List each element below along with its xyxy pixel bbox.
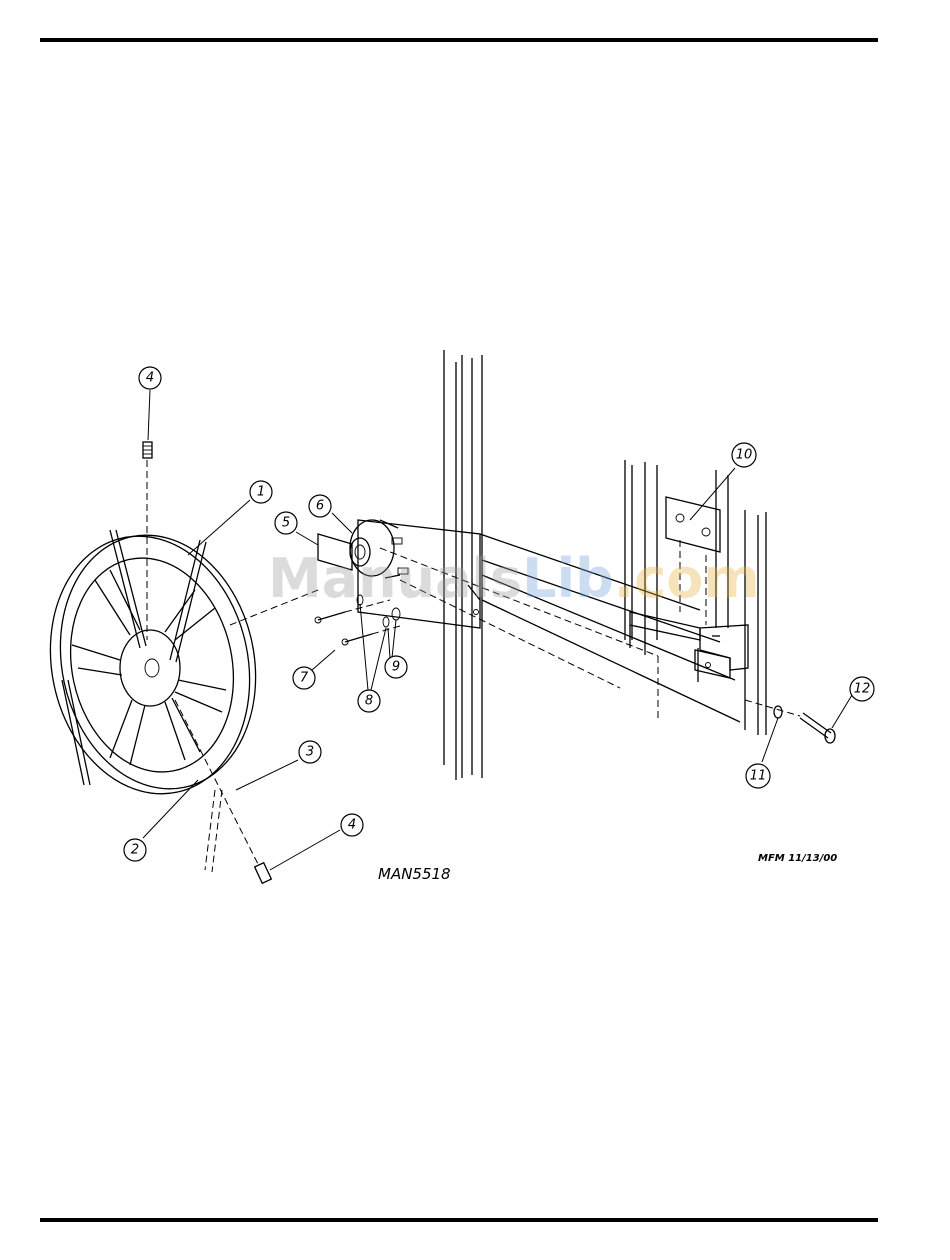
callout-1-label: 1: [257, 485, 265, 500]
callout-8-label: 8: [365, 694, 373, 709]
watermark-part-3: .com: [614, 547, 760, 610]
callout-9-label: 9: [392, 660, 400, 675]
callout-6: 6: [309, 495, 331, 517]
callout-2: 2: [124, 839, 146, 861]
watermark-part-1: Manuals: [268, 547, 522, 610]
set-screw-top: [143, 442, 152, 640]
callout-5: 5: [275, 512, 297, 534]
watermark-part-2: Lib: [522, 547, 614, 610]
callout-10-label: 10: [736, 448, 753, 463]
callout-5-label: 5: [282, 516, 290, 531]
callout-4-bottom-label: 4: [348, 818, 356, 833]
pulley-wheel: [27, 517, 278, 813]
drawing-date: MFM 11/13/00: [758, 853, 837, 864]
callout-4-top: 4: [139, 367, 161, 389]
callout-4-top-label: 4: [146, 371, 154, 386]
callout-4-bottom: 4: [341, 814, 363, 836]
callout-8: 8: [358, 690, 380, 712]
callout-12: 12: [850, 677, 874, 701]
callout-3: 3: [299, 741, 321, 763]
callout-11: 11: [746, 764, 770, 788]
callout-12-label: 12: [854, 682, 871, 697]
callout-3-label: 3: [306, 745, 314, 760]
callout-1: 1: [250, 481, 272, 503]
callout-10: 10: [732, 443, 756, 467]
end-bracket: [630, 612, 748, 682]
callout-7: 7: [293, 667, 315, 689]
drawing-id: MAN5518: [378, 865, 451, 883]
callout-7-label: 7: [300, 671, 309, 686]
watermark: ManualsLib.com: [268, 547, 760, 610]
callout-9: 9: [385, 656, 407, 678]
callout-11-label: 11: [750, 769, 767, 784]
callout-6-label: 6: [316, 499, 324, 514]
callout-2-label: 2: [131, 843, 139, 858]
